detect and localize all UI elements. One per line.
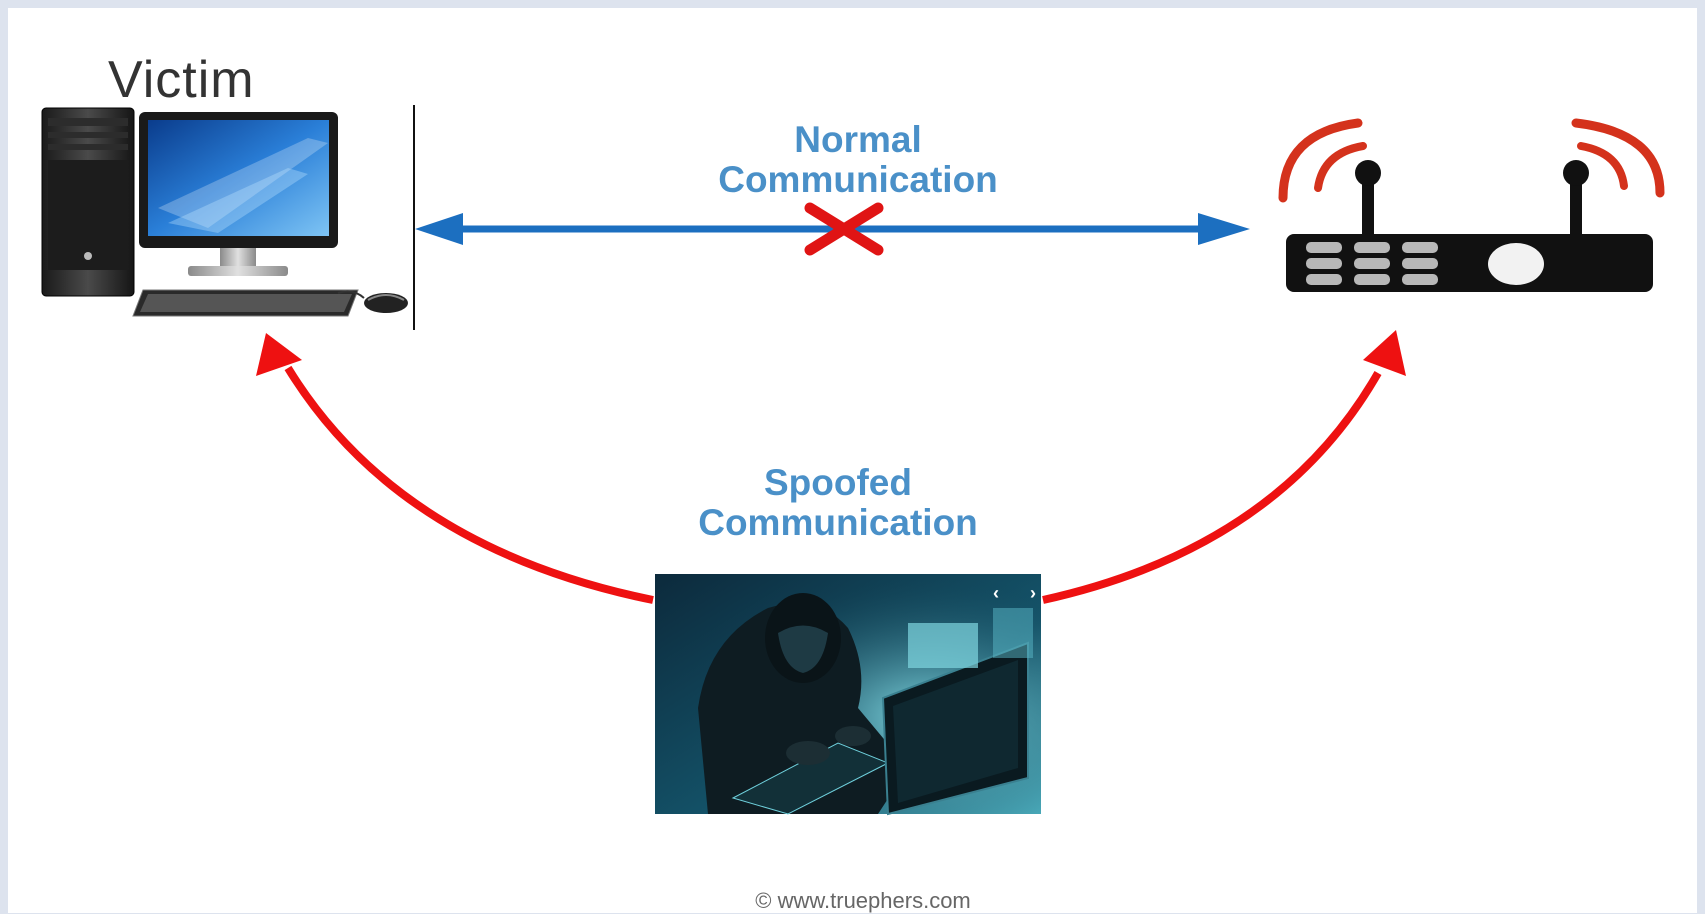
svg-text:‹: ‹ xyxy=(993,583,999,603)
spoofed-label-line2: Communication xyxy=(698,502,978,543)
spoofed-label-line1: Spoofed xyxy=(764,462,912,503)
router-icon xyxy=(1278,118,1665,292)
hacker-photo: ‹ › xyxy=(655,574,1041,816)
spoofed-communication-arrow-left xyxy=(256,333,654,604)
normal-label-line1: Normal xyxy=(794,119,922,160)
divider-line xyxy=(413,105,415,330)
normal-communication-arrow xyxy=(415,213,1250,245)
normal-label-line2: Communication xyxy=(718,159,998,200)
victim-label: Victim xyxy=(108,51,255,109)
desktop-computer-icon xyxy=(41,107,408,317)
diagram-graphics: ‹ › xyxy=(41,105,1665,816)
footer-copyright: © www.truephers.com xyxy=(755,888,971,913)
spoofed-communication-arrow-right xyxy=(1042,330,1406,604)
svg-text:›: › xyxy=(1030,583,1036,603)
blocked-x-icon xyxy=(804,202,884,256)
diagram-canvas: ‹ › Victim Normal Communication Spoofed … xyxy=(8,8,1697,913)
normal-communication-label: Normal Communication xyxy=(648,120,1068,200)
spoofed-communication-label: Spoofed Communication xyxy=(628,463,1048,543)
